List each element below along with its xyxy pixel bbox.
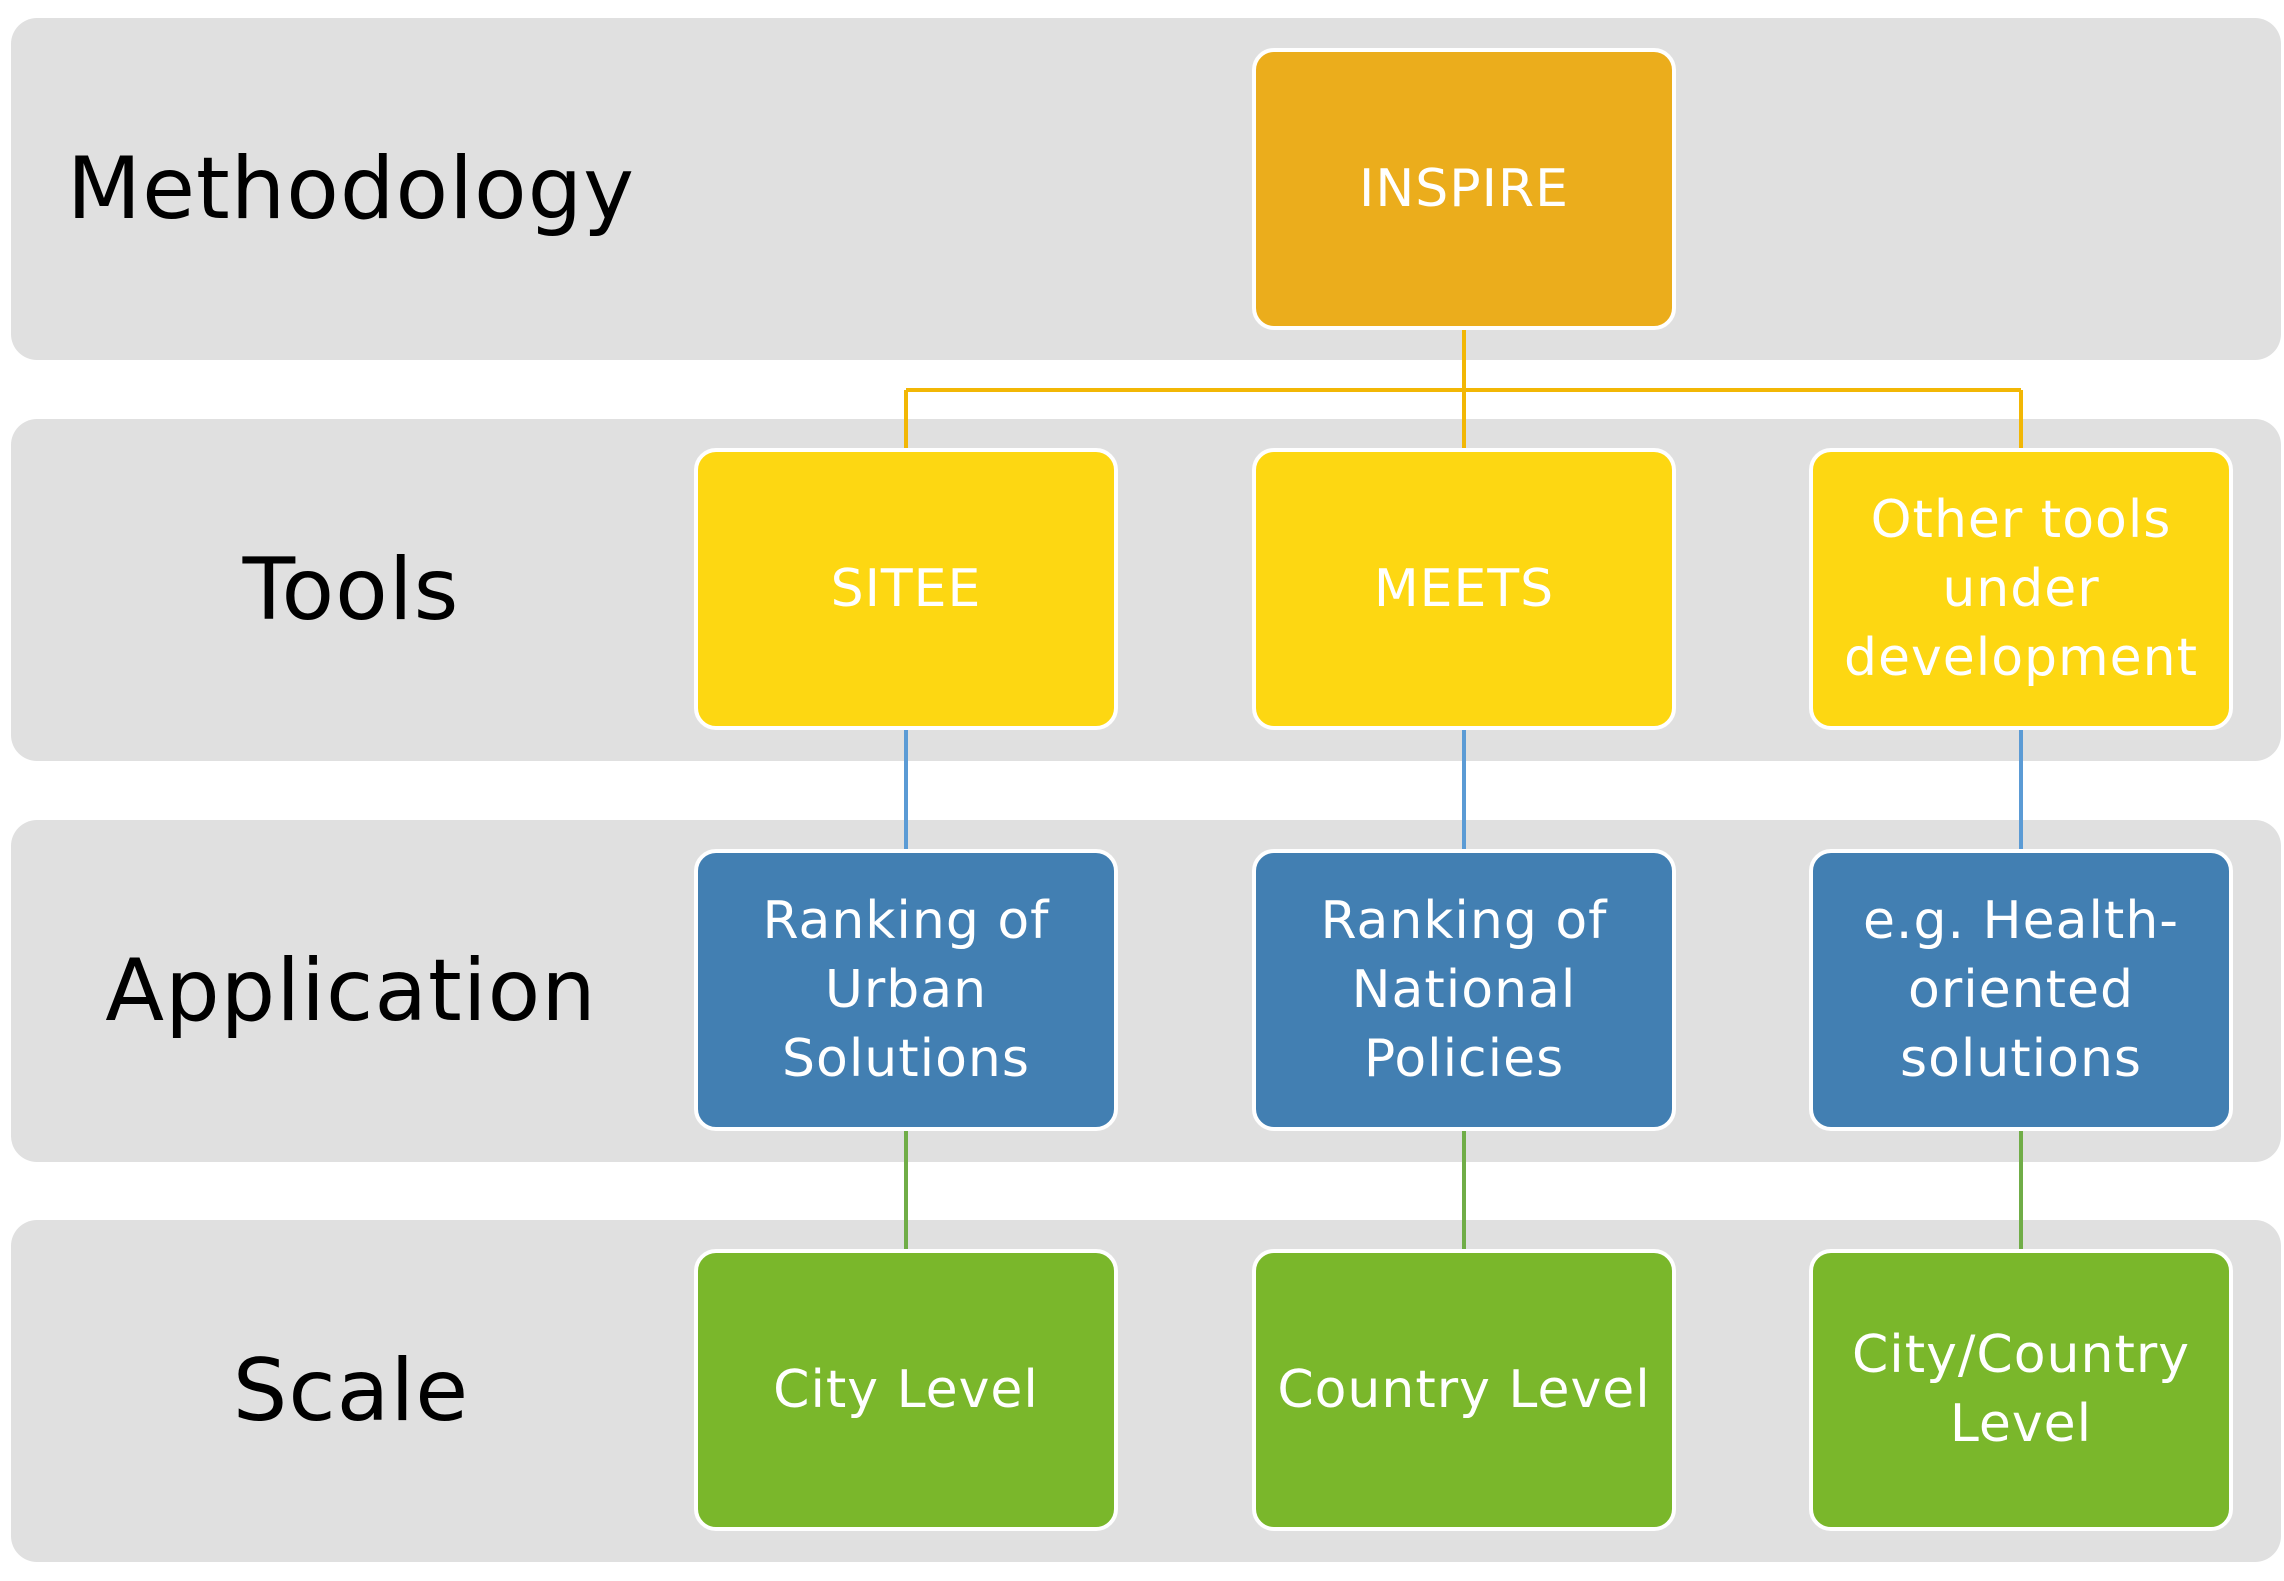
node-city-country-level: City/Country Level [1809, 1249, 2233, 1531]
node-health-solutions: e.g. Health-oriented solutions [1809, 849, 2233, 1131]
node-meets: MEETS [1252, 448, 1676, 730]
node-sitee: SITEE [694, 448, 1118, 730]
node-city-level-label: City Level [773, 1359, 1039, 1420]
node-national-policies-label: Ranking of National Policies [1320, 890, 1608, 1089]
band-label-scale: Scale [232, 1341, 470, 1441]
node-urban-solutions: Ranking of Urban Solutions [694, 849, 1118, 1131]
tools-connectors [904, 330, 2023, 448]
node-city-country-level-label: City/Country Level [1851, 1325, 2190, 1454]
node-city-level: City Level [694, 1249, 1118, 1531]
band-label-methodology: Methodology [66, 139, 636, 239]
scale-connectors [904, 1131, 2023, 1249]
band-label-application: Application [105, 941, 597, 1041]
application-connectors [904, 730, 2023, 849]
node-meets-label: MEETS [1373, 558, 1555, 619]
node-country-level-label: Country Level [1277, 1359, 1651, 1420]
node-sitee-label: SITEE [830, 558, 982, 619]
node-urban-solutions-label: Ranking of Urban Solutions [762, 890, 1050, 1089]
node-other-tools: Other tools under development [1809, 448, 2233, 730]
band-label-tools: Tools [242, 540, 460, 640]
node-national-policies: Ranking of National Policies [1252, 849, 1676, 1131]
node-other-tools-label: Other tools under development [1843, 489, 2199, 688]
node-country-level: Country Level [1252, 1249, 1676, 1531]
band-methodology: Methodology [11, 18, 2281, 360]
node-health-solutions-label: e.g. Health-oriented solutions [1862, 890, 2180, 1089]
node-inspire-label: INSPIRE [1359, 158, 1569, 219]
node-inspire: INSPIRE [1252, 48, 1676, 330]
